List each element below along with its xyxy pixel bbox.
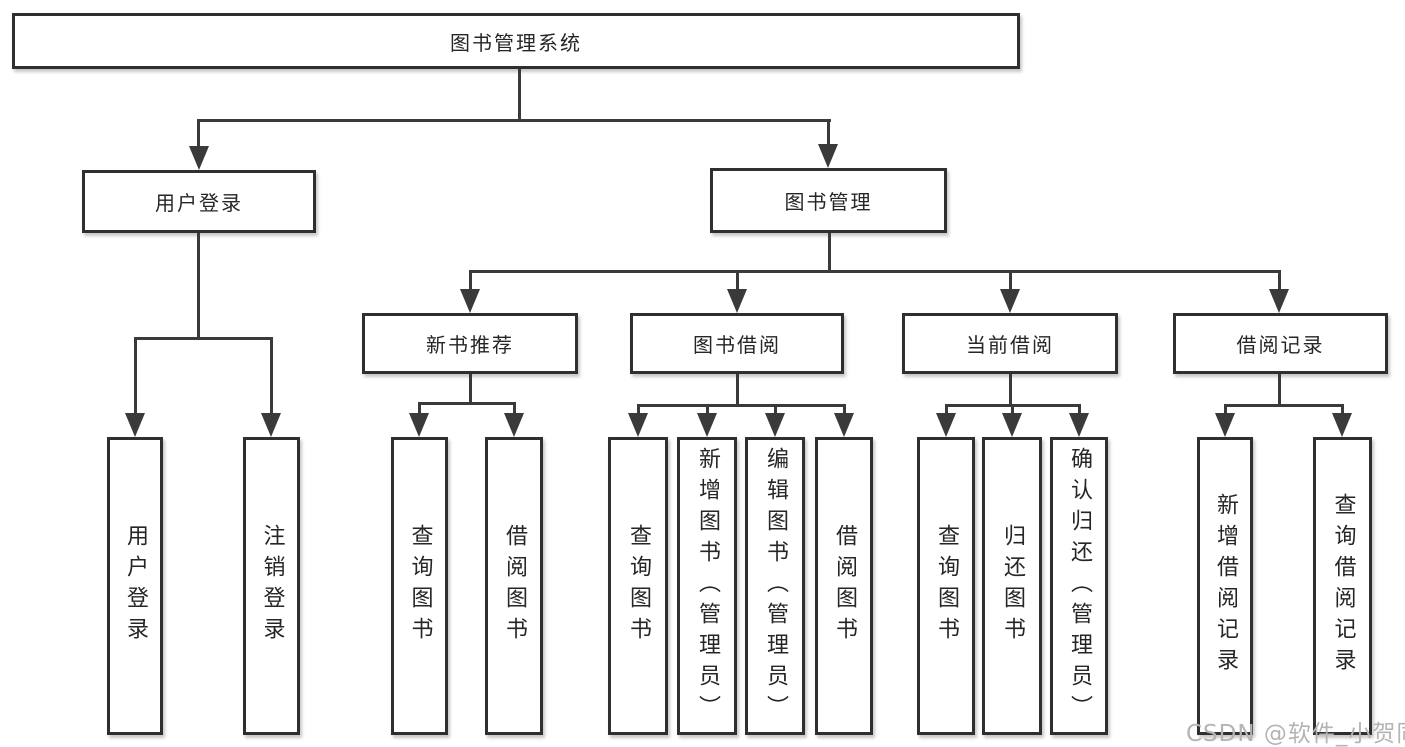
connector-line (513, 402, 516, 415)
connector-line (1278, 374, 1281, 406)
node-user-login-leaf: 用户登录 (107, 437, 163, 735)
connector-line (945, 404, 948, 415)
arrow-down-icon (834, 413, 854, 437)
node-borrow-books-borrowing: 借阅图书 (815, 437, 873, 735)
node-borrowing-records: 借阅记录 (1173, 313, 1388, 374)
connector-line (469, 374, 472, 405)
connector-line (637, 404, 846, 407)
connector-line (418, 402, 421, 415)
node-library-management-system: 图书管理系统 (12, 13, 1020, 69)
arrow-down-icon (727, 289, 747, 313)
arrow-down-icon (818, 144, 838, 168)
node-confirm-return-admin: 确认归还（管理员） (1050, 437, 1108, 735)
arrow-down-icon (1332, 413, 1352, 437)
connector-line (1224, 404, 1227, 415)
node-query-books-borrowing: 查询图书 (608, 437, 668, 735)
node-label: 当前借阅 (966, 333, 1054, 357)
connector-line (1009, 374, 1012, 406)
connector-line (637, 404, 640, 415)
connector-line (843, 404, 846, 415)
arrow-down-icon (1215, 413, 1235, 437)
connector-line (469, 270, 472, 291)
arrow-down-icon (1000, 289, 1020, 313)
node-label: 查询图书 (407, 524, 433, 648)
node-book-management-module: 图书管理 (710, 168, 947, 233)
node-label: 图书管理 (784, 190, 873, 214)
arrow-down-icon (1269, 289, 1289, 313)
connector-line (134, 337, 273, 340)
node-label: 查询借阅记录 (1330, 493, 1356, 679)
connector-line (736, 374, 739, 406)
node-edit-books-admin: 编辑图书（管理员） (745, 437, 805, 735)
node-query-books-current: 查询图书 (917, 437, 975, 735)
connector-line (736, 270, 739, 291)
node-label: 归还图书 (1000, 524, 1025, 648)
node-label: 编辑图书（管理员） (763, 446, 788, 726)
node-label: 注销登录 (259, 524, 285, 648)
node-add-books-admin: 新增图书（管理员） (677, 437, 737, 735)
node-label: 借阅记录 (1236, 333, 1325, 357)
arrow-down-icon (409, 413, 429, 437)
connector-line (1078, 404, 1081, 415)
node-user-login-module: 用户登录 (82, 170, 316, 233)
node-label: 查询图书 (626, 524, 651, 648)
csdn-watermark: CSDN @软件_小贺同学 (1186, 721, 1405, 747)
node-label: 借阅图书 (832, 524, 857, 648)
arrow-down-icon (460, 289, 480, 313)
connector-line (134, 337, 137, 415)
arrow-down-icon (697, 413, 717, 437)
connector-line (1009, 270, 1012, 291)
node-logout-leaf: 注销登录 (243, 437, 300, 735)
arrow-down-icon (628, 413, 648, 437)
arrow-down-icon (1069, 413, 1089, 437)
node-label: 用户登录 (155, 191, 243, 215)
arrow-down-icon (765, 413, 785, 437)
node-label: 查询图书 (934, 524, 959, 648)
node-label: 借阅图书 (502, 524, 527, 648)
arrow-down-icon (1002, 413, 1022, 437)
connector-line (1011, 404, 1014, 415)
arrow-down-icon (936, 413, 956, 437)
connector-line (197, 119, 200, 148)
connector-line (706, 404, 709, 415)
node-new-book-recommendation: 新书推荐 (362, 313, 578, 374)
node-current-borrowing: 当前借阅 (902, 313, 1118, 374)
node-label: 图书管理系统 (450, 30, 582, 55)
node-borrow-books-recommend: 借阅图书 (485, 437, 543, 735)
connector-line (518, 69, 521, 121)
connector-line (469, 270, 1281, 273)
node-label: 新增借阅记录 (1213, 493, 1238, 679)
connector-line (197, 119, 831, 122)
node-query-borrow-record: 查询借阅记录 (1313, 437, 1372, 735)
connector-line (270, 337, 273, 415)
arrow-down-icon (125, 413, 145, 437)
node-label: 新增图书（管理员） (695, 446, 720, 726)
node-label: 确认归还（管理员） (1067, 446, 1092, 726)
node-add-borrow-record: 新增借阅记录 (1197, 437, 1253, 735)
connector-line (1341, 404, 1344, 415)
node-query-books-recommend: 查询图书 (391, 437, 448, 735)
node-label: 图书借阅 (693, 333, 781, 357)
arrow-down-icon (189, 146, 209, 170)
connector-line (418, 402, 516, 405)
node-label: 用户登录 (123, 524, 148, 648)
node-return-books: 归还图书 (982, 437, 1042, 735)
node-label: 新书推荐 (426, 333, 514, 357)
connector-line (774, 404, 777, 415)
arrow-down-icon (504, 413, 524, 437)
arrow-down-icon (261, 413, 281, 437)
node-book-borrowing: 图书借阅 (630, 313, 844, 374)
connector-line (1224, 404, 1343, 407)
connector-line (197, 233, 200, 339)
connector-line (828, 233, 831, 272)
connector-line (827, 119, 830, 146)
connector-line (1278, 270, 1281, 291)
